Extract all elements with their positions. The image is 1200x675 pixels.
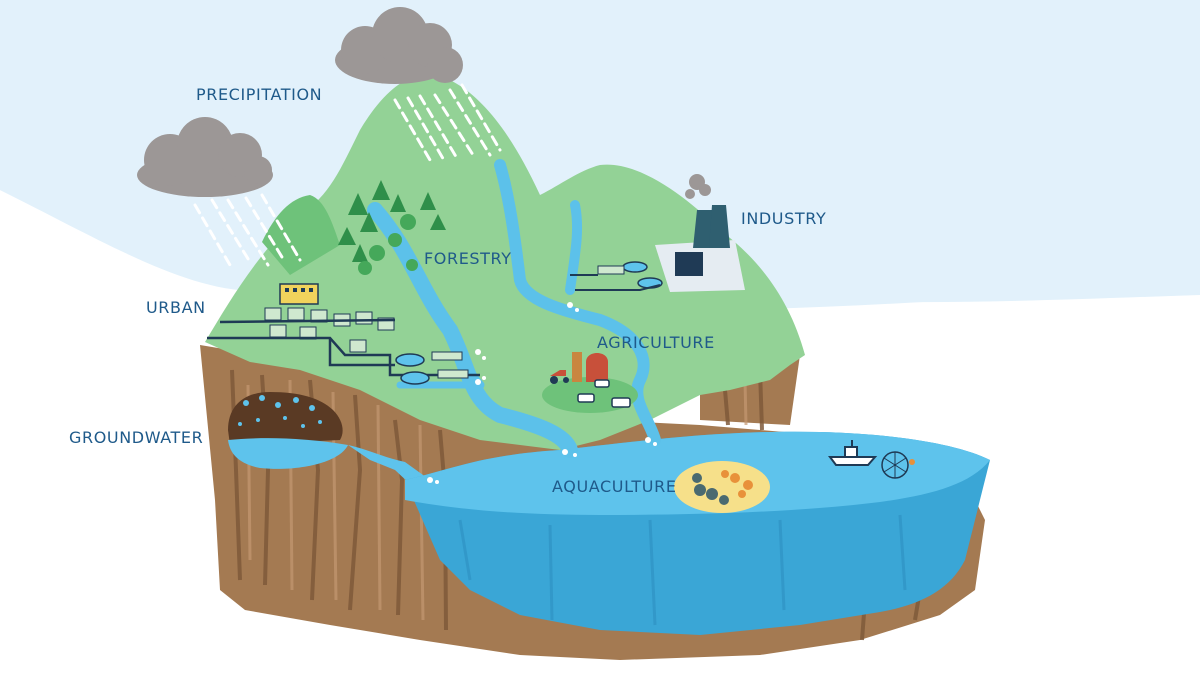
aquaculture-label: AQUACULTURE — [552, 477, 677, 496]
industry-label: INDUSTRY — [741, 209, 827, 228]
industry-plant — [570, 174, 745, 292]
agriculture-label: AGRICULTURE — [597, 333, 715, 352]
groundwater-cave — [228, 392, 430, 484]
fishing-boat — [828, 440, 915, 479]
urban-area — [207, 283, 480, 377]
rain — [193, 83, 502, 267]
groundwater-label: GROUNDWATER — [69, 428, 204, 447]
aquaculture-farm — [674, 461, 770, 513]
urban-label: URBAN — [146, 298, 206, 317]
splashes — [427, 302, 657, 484]
forestry-label: FORESTRY — [424, 249, 512, 268]
lake — [405, 431, 990, 635]
forest — [338, 180, 446, 275]
precipitation-label: PRECIPITATION — [196, 85, 323, 104]
cloud-top — [335, 7, 463, 84]
cloud-left — [137, 117, 273, 197]
farm — [542, 352, 638, 413]
treatment-plant — [395, 351, 469, 385]
